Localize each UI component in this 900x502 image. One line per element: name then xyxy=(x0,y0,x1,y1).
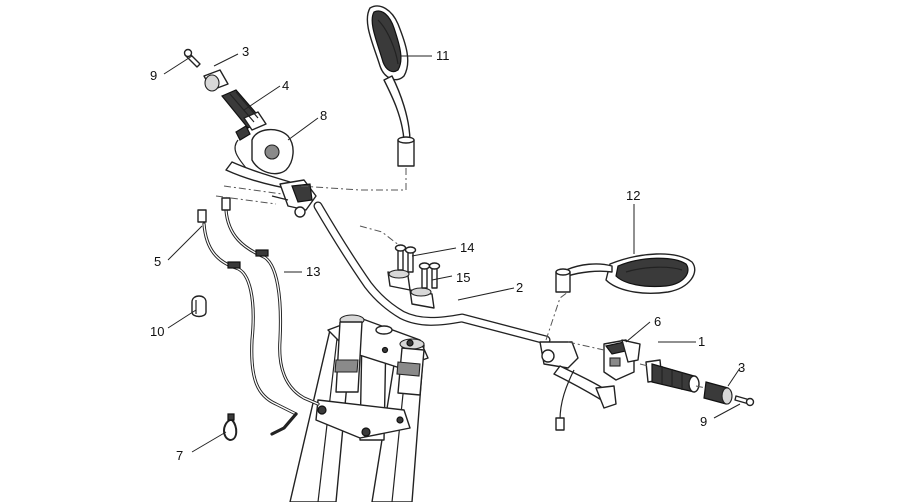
left-bar-end-screw xyxy=(183,48,201,68)
throttle-cable-b xyxy=(221,197,320,436)
callout-9-right: 9 xyxy=(700,414,707,429)
clutch-lever xyxy=(225,161,317,218)
callout-8: 8 xyxy=(320,108,327,123)
right-bar-end-weight xyxy=(703,381,733,405)
right-switch-housing xyxy=(603,339,641,381)
callout-1: 1 xyxy=(698,334,705,349)
callout-10: 10 xyxy=(150,324,164,339)
callout-labels: 1 2 3 3 4 5 6 7 8 9 9 10 11 12 13 14 15 xyxy=(150,44,745,463)
callout-3-left: 3 xyxy=(242,44,249,59)
callout-4: 4 xyxy=(282,78,289,93)
left-bar-end-weight xyxy=(203,69,229,92)
callout-9-left: 9 xyxy=(150,68,157,83)
cable-clip xyxy=(191,295,207,318)
cable-tie xyxy=(223,413,238,442)
callout-leaders xyxy=(163,53,741,453)
callout-5: 5 xyxy=(154,254,161,269)
front-fork-assembly xyxy=(289,314,429,502)
callout-11: 11 xyxy=(436,48,450,63)
right-grip xyxy=(645,359,700,393)
riser-bolts xyxy=(394,244,441,289)
left-switch-housing xyxy=(234,125,294,175)
callout-6: 6 xyxy=(654,314,661,329)
handlebar-risers xyxy=(387,269,435,309)
callout-2: 2 xyxy=(516,280,523,295)
left-grip xyxy=(221,89,267,131)
callout-7: 7 xyxy=(176,448,183,463)
left-mirror xyxy=(366,5,415,167)
callout-13: 13 xyxy=(306,264,320,279)
callout-12: 12 xyxy=(626,188,640,203)
callout-14: 14 xyxy=(460,240,474,255)
handlebar xyxy=(313,201,551,345)
front-brake-lever xyxy=(539,341,617,431)
right-mirror xyxy=(555,253,696,294)
right-bar-end-screw xyxy=(734,395,755,407)
assembly-guide-lines xyxy=(215,168,707,389)
throttle-cable-a xyxy=(197,209,298,416)
callout-15: 15 xyxy=(456,270,470,285)
callout-3-right: 3 xyxy=(738,360,745,375)
